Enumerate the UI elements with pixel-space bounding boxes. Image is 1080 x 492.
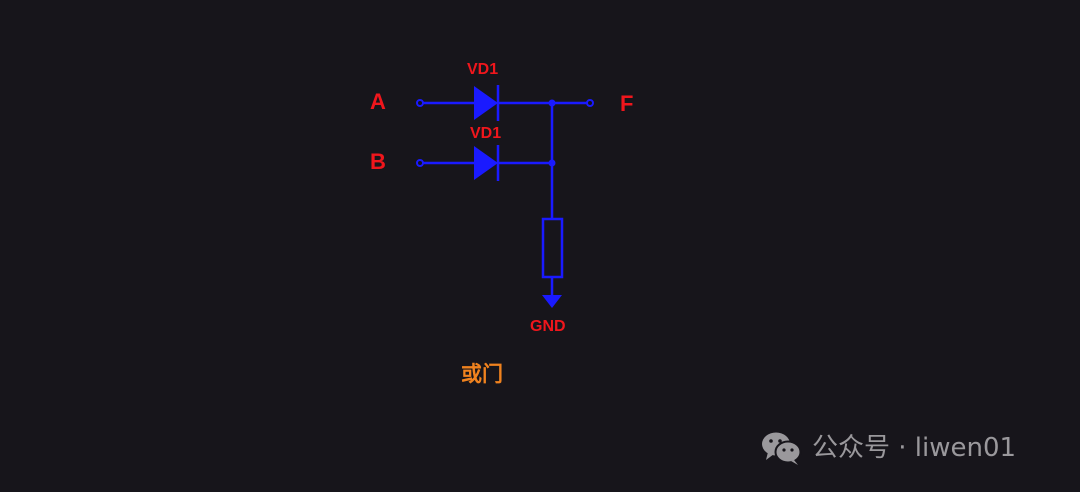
terminal-a [416,99,424,107]
ground-label: GND [530,318,566,335]
resistor [541,217,564,279]
diode-label-b: VD1 [470,125,502,142]
diode-b-icon [474,146,498,180]
input-label-a: A [370,89,386,114]
diode-label-a: VD1 [467,61,499,78]
ground-icon [542,295,562,308]
diagram-caption: 或门 [461,362,503,386]
terminal-b [416,159,424,167]
watermark-text: 公众号 · liwen01 [812,433,1017,463]
output-label-f: F [620,91,634,116]
wechat-icon [762,432,802,465]
terminal-f [586,99,594,107]
junction-bottom [548,159,556,167]
input-label-b: B [370,149,386,174]
watermark: 公众号 · liwen01 [760,430,1016,466]
diode-a-icon [474,86,498,120]
junction-top [548,99,556,107]
